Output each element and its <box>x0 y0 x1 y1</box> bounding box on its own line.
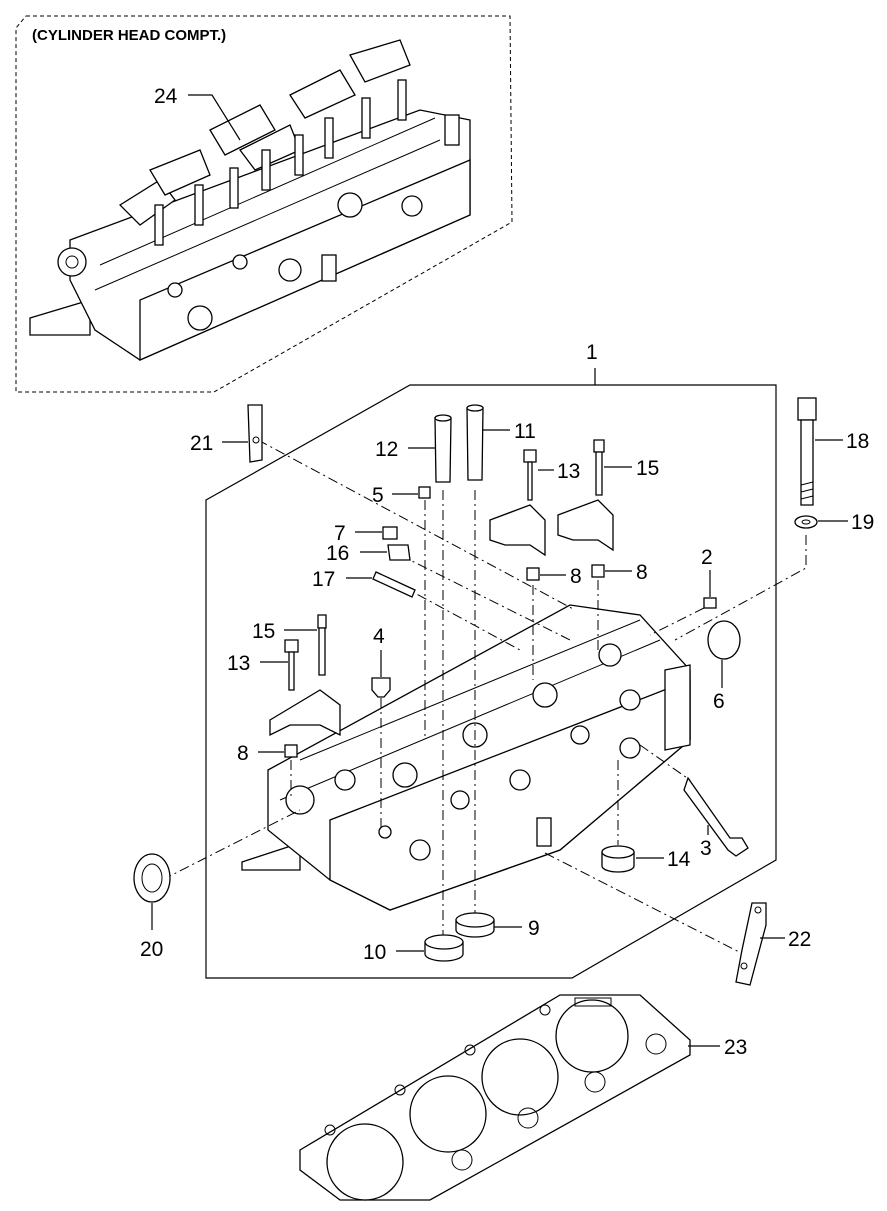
part-3 <box>683 776 749 857</box>
label-14: 14 <box>667 848 691 871</box>
oil-seal-20 <box>133 853 171 903</box>
label-18: 18 <box>846 430 869 453</box>
label-13-top: 13 <box>557 460 580 483</box>
label-1: 1 <box>586 341 598 364</box>
label-15-top: 15 <box>636 457 659 480</box>
sleeve-8-c <box>591 564 605 578</box>
valve-guide-11 <box>466 407 484 481</box>
label-16: 16 <box>326 542 349 565</box>
align-line-16 <box>399 554 571 641</box>
label-11: 11 <box>514 420 536 443</box>
plug-4 <box>371 677 391 698</box>
label-6: 6 <box>713 690 725 713</box>
assembled-head-drawing <box>29 39 471 361</box>
sleeve-8-b <box>526 567 540 581</box>
part-7 <box>382 526 398 540</box>
label-2: 2 <box>701 546 713 569</box>
cam-cap-top-1 <box>489 504 546 557</box>
label-21: 21 <box>190 432 213 455</box>
part-16 <box>387 544 411 561</box>
label-15-left: 15 <box>252 620 275 643</box>
sleeve-8-a <box>284 744 298 758</box>
label-13-left: 13 <box>227 652 250 675</box>
plug-2 <box>703 597 717 609</box>
label-8-b: 8 <box>570 565 582 588</box>
label-24: 24 <box>154 85 178 108</box>
head-gasket-23 <box>299 994 691 1201</box>
label-5: 5 <box>372 484 384 507</box>
align-line-2 <box>649 607 705 636</box>
label-4: 4 <box>373 625 385 648</box>
stud-17 <box>372 571 416 598</box>
parts-frame <box>205 384 777 979</box>
bracket-22 <box>735 902 767 986</box>
washer-19 <box>794 515 818 529</box>
cylinder-head-body <box>241 604 691 911</box>
compt-title: (CYLINDER HEAD COMPT.) <box>32 27 226 44</box>
bracket-21 <box>247 404 263 463</box>
label-9: 9 <box>528 917 540 940</box>
label-10: 10 <box>363 941 386 964</box>
label-22: 22 <box>788 928 811 951</box>
label-23: 23 <box>724 1036 747 1059</box>
label-19: 19 <box>851 511 874 534</box>
cylinder-head-compt-group: (CYLINDER HEAD COMPT.) <box>15 15 513 393</box>
align-line-17 <box>399 584 521 651</box>
valve-guide-12 <box>434 417 452 483</box>
label-17: 17 <box>312 568 335 591</box>
leader-24 <box>188 94 241 141</box>
label-12: 12 <box>375 438 398 461</box>
bolt-13-top <box>523 449 537 463</box>
stud-15-top <box>593 439 605 453</box>
label-7: 7 <box>334 522 346 545</box>
align-line-19 <box>674 535 807 641</box>
compt-dashed-border <box>15 15 513 393</box>
label-20: 20 <box>140 938 163 961</box>
align-line-22 <box>544 852 746 956</box>
bolt-18 <box>797 397 817 421</box>
align-line-20 <box>161 809 301 881</box>
label-3: 3 <box>700 837 712 860</box>
cam-cap-left <box>269 689 341 737</box>
cam-cap-top-2 <box>557 499 614 552</box>
plug-6 <box>707 620 741 660</box>
stud-15-left <box>317 614 327 629</box>
bolt-13-left <box>284 639 299 653</box>
label-8-c: 8 <box>636 561 648 584</box>
plug-5 <box>418 486 431 499</box>
label-8-a: 8 <box>237 742 249 765</box>
